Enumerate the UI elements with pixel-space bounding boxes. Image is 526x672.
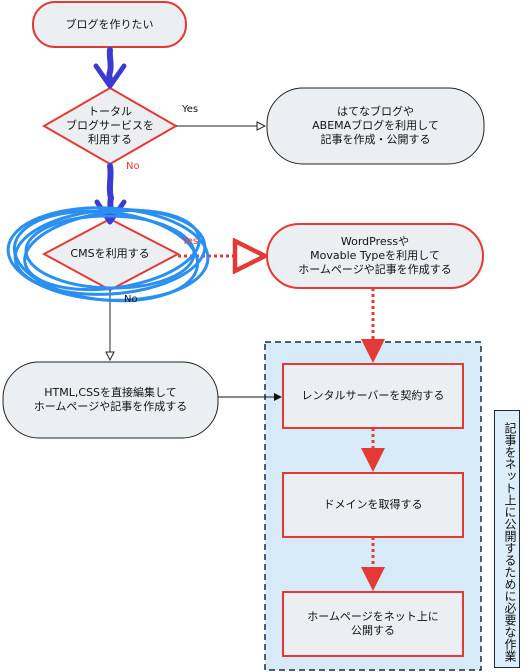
publish-label: ホームページをネット上に 公開する — [307, 610, 439, 637]
hatena-label: はてなブログや ABEMAブログを利用して 記事を作成・公開する — [312, 105, 439, 146]
edge-label-no-1: No — [126, 161, 140, 172]
edge-label-yes-2: Yes — [182, 236, 199, 247]
decision-cms-label: CMSを利用する — [70, 247, 150, 261]
hand-drawn-arrowhead-1 — [93, 63, 127, 89]
hatena-abema-node — [266, 87, 485, 165]
rental-server-label: レンタルサーバーを契約する — [301, 389, 445, 403]
hand-drawn-circle — [6, 206, 210, 303]
publish-box — [282, 591, 464, 657]
html-css-node — [2, 361, 219, 439]
html-css-label: HTML,CSSを直接編集して ホームページや記事を作成する — [33, 386, 188, 413]
domain-label: ドメインを取得する — [323, 498, 423, 512]
decision-blog-label: トータル ブログサービスを 利用する — [66, 105, 154, 146]
domain-box — [282, 472, 464, 538]
group-label: 記事をネット上に公開するために必要な作業 — [494, 410, 520, 668]
start-node-label: ブログを作りたい — [65, 17, 154, 31]
edge-label-no-2: No — [124, 294, 138, 305]
edge-label-yes-1: Yes — [182, 104, 199, 115]
wordpress-label: WordPressや Movable Typeを利用して ホームページや記事を作… — [298, 235, 452, 276]
hand-drawn-arrow-1 — [106, 47, 114, 87]
